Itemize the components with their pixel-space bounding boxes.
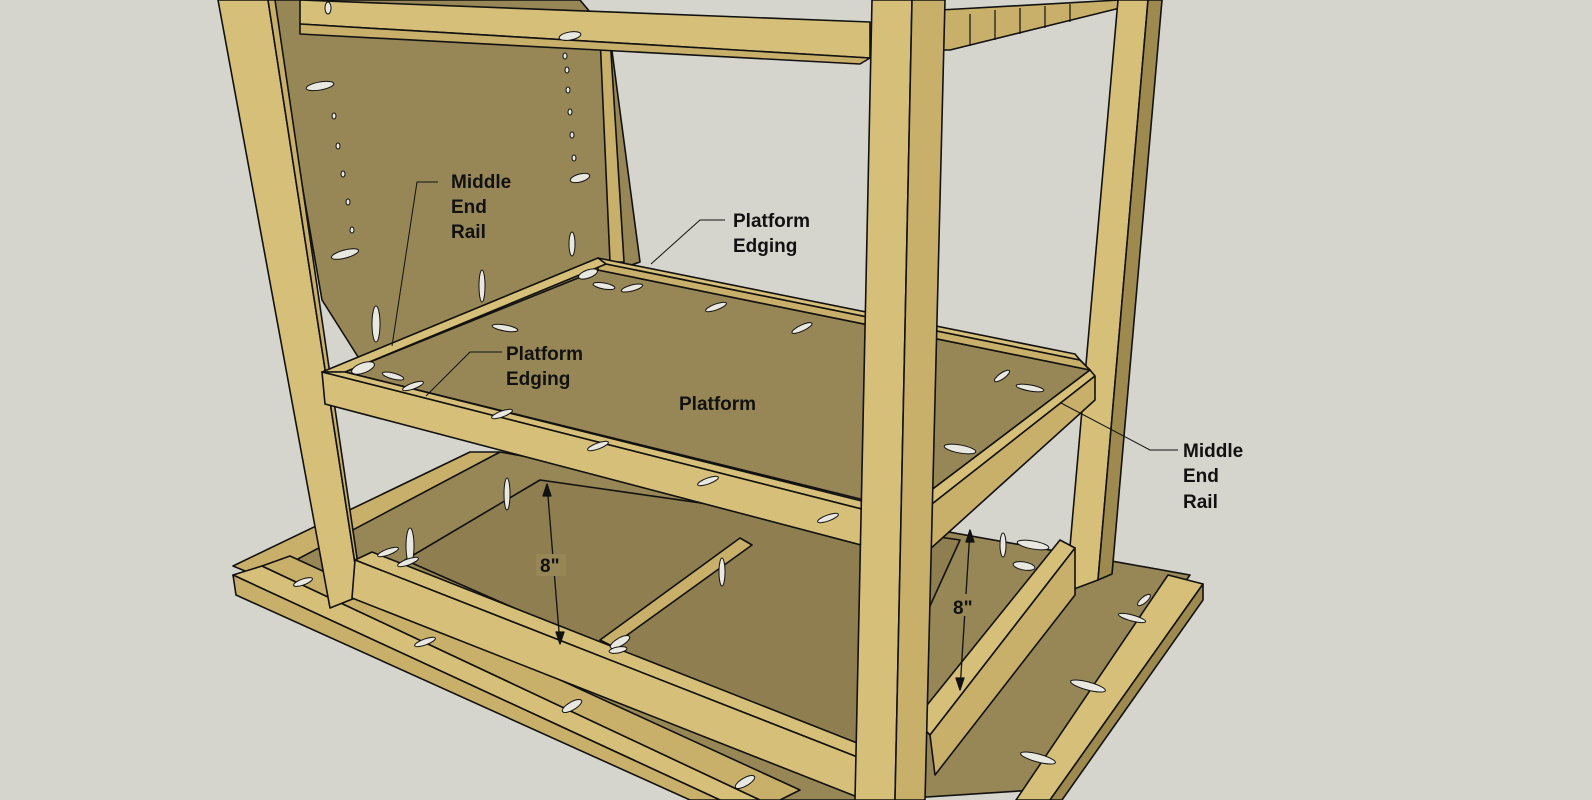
- dimension-value: 8": [953, 598, 973, 619]
- bottom-right-edging: [1015, 574, 1204, 800]
- dimension-label-right: 8": [949, 594, 979, 619]
- front-right-leg-side: [894, 0, 946, 800]
- top-shelf: [299, 0, 1121, 65]
- label-platform-edging-front: Platform Edging: [506, 344, 583, 390]
- pocket-holes: [293, 1, 1151, 789]
- bottom-inner-rail: [261, 555, 801, 800]
- label-line: Rail: [1183, 492, 1218, 513]
- leader-middle-end-rail-right: [1060, 402, 1178, 451]
- back-panel-face: [269, 0, 641, 361]
- leader-platform-edging-front: [425, 351, 502, 397]
- label-platform: Platform: [679, 394, 756, 415]
- lower-shelf: [351, 479, 1076, 800]
- right-back-leg-side: [1097, 0, 1163, 581]
- label-line: Middle: [451, 172, 511, 193]
- leader-middle-end-rail-left: [391, 181, 438, 347]
- dimension-value: 8": [540, 556, 560, 577]
- right-back-leg: [1065, 0, 1163, 593]
- front-right-leg-face: [854, 0, 913, 800]
- back-panel: [269, 0, 641, 361]
- label-line: Edging: [733, 236, 797, 257]
- bottom-right-edging-side: [1049, 583, 1204, 800]
- label-line: Platform: [506, 344, 583, 365]
- label-middle-end-rail-right: Middle End Rail: [1183, 441, 1243, 513]
- leader-lines: [391, 181, 1178, 451]
- front-right-leg: [854, 0, 946, 800]
- lower-front-rail-face: [351, 559, 866, 800]
- top-shelf-slats: [939, 0, 1121, 51]
- label-line: Rail: [451, 222, 486, 243]
- bottom-front-edging-side: [232, 574, 721, 800]
- label-line: End: [451, 197, 487, 218]
- top-shelf-front-rail-face: [299, 23, 871, 65]
- leader-platform-edging-back: [650, 219, 725, 265]
- label-line: Platform: [733, 211, 810, 232]
- label-line: Middle: [1183, 441, 1243, 462]
- dimension-label-front: 8": [536, 554, 566, 577]
- label-platform-edging-back: Platform Edging: [733, 211, 810, 257]
- lower-right-end-rail-side: [929, 547, 1076, 776]
- lower-shelf-divider: [599, 537, 753, 647]
- label-middle-end-rail-left: Middle End Rail: [451, 172, 511, 243]
- label-line: End: [1183, 466, 1219, 487]
- label-line: Edging: [506, 369, 570, 390]
